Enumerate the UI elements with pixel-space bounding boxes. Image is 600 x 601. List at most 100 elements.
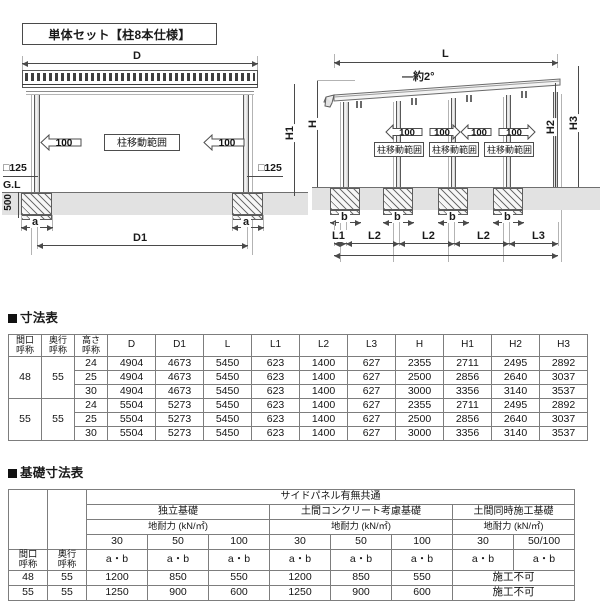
dimension-line-D bbox=[22, 60, 258, 67]
cell-D: 5504 bbox=[107, 426, 156, 442]
cell-L3: 627 bbox=[347, 384, 396, 400]
arrow-left-icon: 100 bbox=[203, 133, 245, 152]
depth-label-500: 500 bbox=[3, 194, 14, 211]
cell-L2: 1400 bbox=[299, 412, 348, 428]
dim-label-b-1: b bbox=[339, 211, 350, 223]
cell-takasa: 24 bbox=[74, 398, 108, 414]
dimension-line-L2-a bbox=[346, 240, 399, 247]
post-1 bbox=[343, 102, 349, 207]
cell-okuyuki: 55 bbox=[41, 398, 75, 442]
cell-L2: 1400 bbox=[299, 384, 348, 400]
cell-H: 2355 bbox=[395, 398, 444, 414]
cell-D: 4904 bbox=[107, 370, 156, 386]
cell-bearing-value: 50 bbox=[330, 534, 392, 550]
cell-L3: 627 bbox=[347, 398, 396, 414]
dimension-line-total bbox=[334, 252, 558, 259]
cell-H: 2355 bbox=[395, 356, 444, 372]
col-L2: L2 bbox=[299, 333, 348, 358]
cell-doma-kouryo: 900 bbox=[330, 584, 392, 601]
cell-takasa: 25 bbox=[74, 412, 108, 428]
dimension-line-H bbox=[317, 80, 318, 187]
col-takasa: 高さ呼称 bbox=[74, 333, 108, 358]
col-D: D bbox=[107, 333, 156, 358]
ground-band bbox=[2, 193, 308, 215]
cell-H: 3000 bbox=[395, 384, 444, 400]
leader-line bbox=[3, 176, 38, 177]
cell-L1: 623 bbox=[251, 398, 300, 414]
move-range-marker-left: 100 bbox=[40, 133, 82, 156]
front-elevation-drawing: D 100 柱移動範囲 100 □125 □125 G.L 500 bbox=[0, 46, 310, 286]
arrow-left-icon: 100 bbox=[460, 123, 492, 141]
cell-D: 4904 bbox=[107, 384, 156, 400]
dim-table-head: 間口呼称 奥行呼称 高さ呼称 D D1 L L1 L2 L3 H H1 H2 H… bbox=[8, 333, 588, 358]
move-range-marker-4: 100 bbox=[498, 123, 536, 145]
dim-label-H3: H3 bbox=[568, 114, 580, 133]
arrow-left-icon: 100 bbox=[385, 123, 423, 141]
purlin-tick bbox=[411, 98, 413, 105]
cell-H: 2500 bbox=[395, 370, 444, 386]
ext-line bbox=[454, 222, 455, 246]
move-range-label-center: 柱移動範囲 bbox=[104, 134, 180, 151]
cell-bearing-value: 50 bbox=[147, 534, 209, 550]
cell-H2: 2495 bbox=[491, 398, 540, 414]
post-left bbox=[34, 95, 40, 213]
purlin-tick bbox=[470, 95, 472, 102]
dim-label-D: D bbox=[131, 50, 143, 62]
cell-dokuritsu: 1250 bbox=[86, 584, 148, 601]
footing-left bbox=[21, 193, 52, 215]
dim-label-L2-a: L2 bbox=[366, 230, 383, 242]
cell-H3: 2892 bbox=[539, 398, 588, 414]
cell-col-okuyuki: 奥行呼称 bbox=[47, 549, 87, 571]
arrow-right-icon: 100 bbox=[429, 123, 461, 141]
found-table-heading-label: 基礎寸法表 bbox=[20, 466, 84, 480]
bullet-icon bbox=[8, 314, 17, 323]
label-line: 呼称 bbox=[48, 344, 67, 355]
cell-takasa: 30 bbox=[74, 384, 108, 400]
ext-line bbox=[21, 215, 22, 231]
cell-bearing-label: 地耐力 (kN/㎡) bbox=[269, 519, 453, 535]
cell-doma-kouryo: 1250 bbox=[269, 584, 331, 601]
purlin-tick bbox=[521, 91, 523, 98]
ground-line bbox=[312, 187, 600, 188]
ext-line bbox=[37, 227, 38, 249]
cell-dokuritsu: 900 bbox=[147, 584, 209, 601]
sloped-roof bbox=[323, 78, 561, 108]
purlin-tick bbox=[356, 101, 358, 108]
col-L3: L3 bbox=[347, 333, 396, 358]
cell-ab-label: a・b bbox=[330, 549, 392, 571]
cell-H1: 2711 bbox=[443, 398, 492, 414]
footing-2 bbox=[383, 188, 413, 210]
move-range-marker-right: 100 bbox=[203, 133, 245, 156]
cell-doma-kouryo: 600 bbox=[391, 584, 453, 601]
cell-bearing-value: 30 bbox=[86, 534, 148, 550]
dim-label-L2-b: L2 bbox=[420, 230, 437, 242]
cell-ab-label: a・b bbox=[208, 549, 270, 571]
dimension-line-L2-b bbox=[399, 240, 454, 247]
col-okuyuki: 奥行呼称 bbox=[41, 333, 75, 358]
ext-line bbox=[317, 80, 355, 81]
footing-1 bbox=[330, 188, 360, 210]
found-header-row-2: 独立基礎土間コンクリート考慮基礎土間同時施工基礎 bbox=[9, 504, 575, 520]
cell-L1: 623 bbox=[251, 370, 300, 386]
label-line: 呼称 bbox=[18, 558, 38, 569]
cell-H3: 3537 bbox=[539, 384, 588, 400]
cell-L1: 623 bbox=[251, 356, 300, 372]
label-line: 呼称 bbox=[81, 344, 100, 355]
svg-text:100: 100 bbox=[56, 138, 73, 149]
cell-side-panel-common: サイドパネル有無共通 bbox=[86, 489, 575, 505]
ext-line bbox=[448, 100, 449, 262]
cell-maguchi: 55 bbox=[8, 584, 48, 601]
col-D1: D1 bbox=[155, 333, 204, 358]
move-range-marker-3: 100 bbox=[460, 123, 492, 145]
ext-line bbox=[263, 215, 264, 231]
cell-dokuritsu: 850 bbox=[147, 569, 209, 586]
ext-line bbox=[52, 215, 53, 231]
cell-ab-label: a・b bbox=[86, 549, 148, 571]
cell-H2: 3140 bbox=[491, 426, 540, 442]
dim-label-b-4: b bbox=[502, 211, 513, 223]
svg-text:100: 100 bbox=[434, 128, 450, 139]
